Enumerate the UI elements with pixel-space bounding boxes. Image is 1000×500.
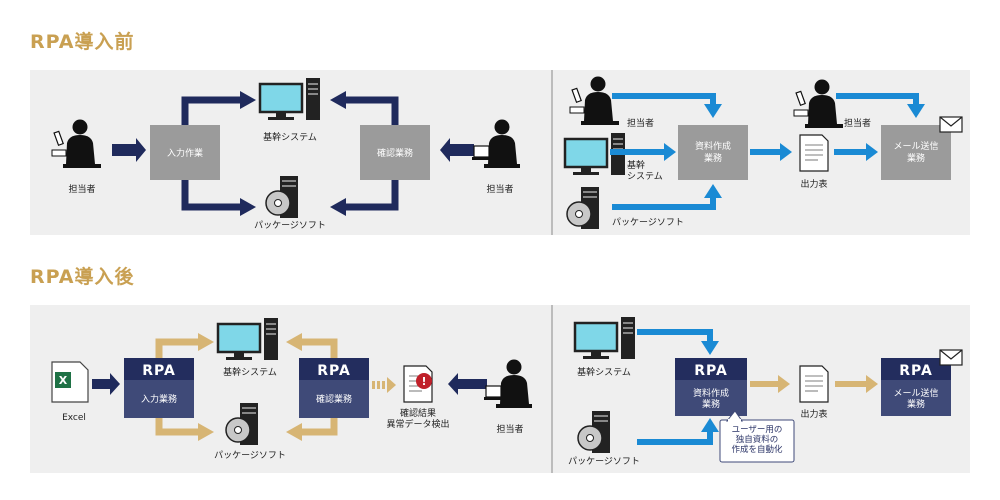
- before-left-flow: 担当者 入力作業 基幹システム パッケージソフト 確認業務 担当者: [51, 76, 521, 231]
- envelope-icon: [939, 349, 963, 366]
- before-package-label: パッケージソフト: [254, 220, 326, 231]
- before-output-label: 出力表: [800, 178, 827, 190]
- arrow-package-to-create: [612, 196, 716, 210]
- arrow-core-to-rpa-create: [637, 329, 713, 343]
- document-icon: [799, 365, 829, 403]
- rpa-mail-tag-text: RPA: [899, 363, 933, 379]
- arrow-confirm-to-core: [344, 96, 399, 125]
- after-confirm-label: 確認業務: [316, 393, 352, 405]
- arrow-person-to-confirm: [440, 138, 474, 162]
- core-system-pc-icon: [573, 315, 637, 361]
- before-right-person2-label: 担当者: [844, 117, 871, 129]
- arrow-create-to-output: [750, 143, 792, 161]
- arrow-core-to-create: [610, 143, 676, 161]
- arrow-output-to-mail: [834, 143, 878, 161]
- arrow-input-to-package: [181, 180, 242, 211]
- arrow-confirm-to-result: [372, 377, 396, 393]
- excel-icon: X: [51, 361, 89, 403]
- before-right-flow: 担当者 基幹システム パッケージソフト 資料作成業務 出力表 担当者 メール送信…: [563, 75, 963, 230]
- arrow-confirm-to-package: [344, 180, 399, 211]
- section-title-before: RPA導入前: [30, 31, 135, 53]
- before-input-box: [150, 125, 220, 180]
- before-create-box: [678, 125, 748, 180]
- before-core-system-label: 基幹システム: [263, 131, 317, 143]
- after-core-system-label: 基幹システム: [223, 366, 277, 378]
- person-laptop-icon: [471, 118, 521, 169]
- after-left-flow: X Excel RPA 入力業務 基幹システム パッケージソフト RPA 確認業…: [51, 316, 533, 461]
- person-laptop-icon: [483, 358, 533, 409]
- before-create-label: 資料作成業務: [695, 140, 731, 164]
- arrow-rpa-input-to-core: [155, 338, 200, 358]
- after-result-label: 確認結果異常データ検出: [386, 407, 449, 430]
- svg-text:X: X: [59, 374, 68, 387]
- before-left-person-label: 担当者: [68, 183, 95, 195]
- arrow-excel-to-rpa-input: [92, 373, 120, 395]
- alert-icon-glyph: !: [421, 375, 426, 388]
- arrow-rpa-confirm-to-package: [300, 418, 338, 436]
- arrow-person1-to-create: [612, 93, 716, 106]
- arrow-rpa-confirm-to-core: [300, 338, 338, 358]
- rpa-input-tag-text: RPA: [142, 363, 176, 379]
- after-input-label: 入力業務: [141, 393, 177, 405]
- person-phone-icon: [51, 118, 102, 169]
- arrow-package-to-rpa-create: [637, 430, 713, 445]
- after-person-label: 担当者: [496, 423, 523, 435]
- before-confirm-box: [360, 125, 430, 180]
- before-right-package-label: パッケージソフト: [612, 217, 684, 228]
- after-package-label: パッケージソフト: [214, 450, 286, 461]
- callout-text: ユーザー用の独自資料の作成を自動化: [731, 425, 783, 455]
- alert-icon: [416, 373, 432, 389]
- core-system-pc-icon: [258, 76, 322, 122]
- package-cd-icon: [577, 410, 611, 454]
- automation-callout: ユーザー用の独自資料の作成を自動化: [719, 410, 795, 463]
- before-right-person1-label: 担当者: [627, 117, 654, 129]
- rpa-tag: [124, 358, 194, 380]
- rpa-tag: [299, 358, 369, 380]
- rpa-tag: [675, 358, 747, 380]
- section-title-after: RPA導入後: [30, 266, 135, 288]
- after-output-label: 出力表: [800, 408, 827, 420]
- envelope-icon: [939, 116, 963, 133]
- rpa-confirm-tag-text: RPA: [317, 363, 351, 379]
- arrow-input-to-core: [181, 96, 242, 125]
- arrow-person2-to-mail: [836, 93, 919, 106]
- before-confirm-label: 確認業務: [377, 147, 413, 159]
- before-mail-box: [881, 125, 951, 180]
- arrow-output-to-rpa-mail: [835, 375, 878, 393]
- arrow-person-to-input: [112, 138, 146, 162]
- arrow-rpa-input-to-package: [155, 418, 200, 436]
- arrow-person-to-result: [448, 373, 487, 395]
- package-cd-icon: [265, 175, 299, 219]
- after-mail-label: メール送信業務: [893, 387, 938, 410]
- after-right-core-label: 基幹システム: [577, 366, 631, 378]
- document-icon: [799, 134, 829, 172]
- after-create-label: 資料作成業務: [693, 387, 729, 410]
- person-phone-icon: [793, 78, 844, 129]
- package-cd-icon: [225, 402, 259, 446]
- core-system-pc-icon: [216, 316, 280, 362]
- person-phone-icon: [569, 75, 620, 126]
- rpa-create-tag-text: RPA: [694, 363, 728, 379]
- before-mail-label: メール送信業務: [893, 140, 938, 164]
- after-right-package-label: パッケージソフト: [568, 456, 640, 467]
- before-right-core-label: 基幹システム: [627, 159, 663, 182]
- rpa-tag: [881, 358, 951, 380]
- after-right-flow: 基幹システム パッケージソフト RPA 資料作成業務 出力表 RPA メール送信…: [568, 315, 963, 467]
- before-input-label: 入力作業: [167, 147, 203, 159]
- package-cd-icon: [566, 186, 600, 230]
- after-excel-label: Excel: [62, 413, 86, 423]
- arrow-rpa-create-to-output: [750, 375, 790, 393]
- before-right-person-label: 担当者: [486, 183, 513, 195]
